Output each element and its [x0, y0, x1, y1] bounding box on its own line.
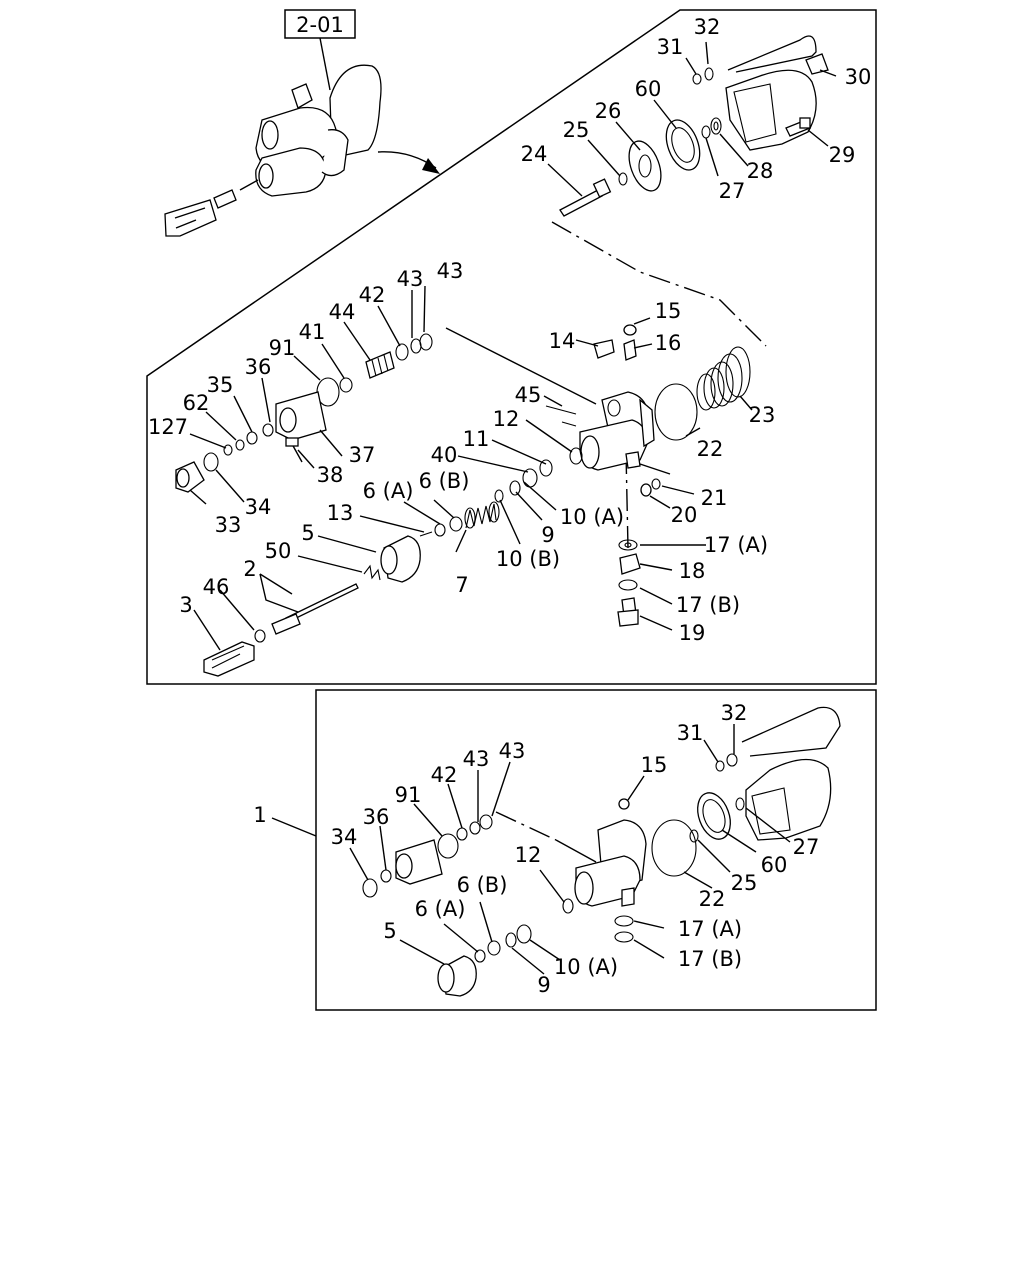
bottom-label-5: 5	[383, 919, 396, 943]
top-label-6a: 6 (A)	[363, 479, 414, 503]
bottom-label-31: 31	[677, 721, 704, 745]
bottom-part-numbers: 1 32 31 15 43 43 42 91 36 34 12 27 60 25…	[253, 701, 819, 997]
bottom-label-25: 25	[731, 871, 758, 895]
bottom-label-36: 36	[363, 805, 390, 829]
top-label-3: 3	[179, 593, 192, 617]
bottom-label-60: 60	[761, 853, 788, 877]
top-label-24: 24	[521, 142, 548, 166]
bottom-label-22: 22	[699, 887, 726, 911]
top-label-2: 2	[243, 557, 256, 581]
bottom-label-91: 91	[395, 783, 422, 807]
reference-label: 2-01	[296, 13, 344, 37]
top-label-31: 31	[657, 35, 684, 59]
top-section-frame	[146, 9, 877, 685]
top-label-37: 37	[349, 443, 376, 467]
bottom-label-10a: 10 (A)	[554, 955, 618, 979]
top-label-50: 50	[265, 539, 292, 563]
top-label-30: 30	[845, 65, 872, 89]
top-label-13: 13	[327, 501, 354, 525]
top-label-44: 44	[329, 300, 356, 324]
top-label-19: 19	[679, 621, 706, 645]
bottom-label-43a: 43	[463, 747, 490, 771]
bottom-label-32: 32	[721, 701, 748, 725]
top-label-22: 22	[697, 437, 724, 461]
top-leader-lines	[189, 41, 837, 651]
top-label-17b: 17 (B)	[676, 593, 740, 617]
top-parts	[175, 35, 829, 677]
top-label-34: 34	[245, 495, 272, 519]
top-label-21: 21	[701, 486, 728, 510]
bottom-label-17b: 17 (B)	[678, 947, 742, 971]
top-label-28: 28	[747, 159, 774, 183]
bottom-label-12: 12	[515, 843, 542, 867]
top-label-9: 9	[541, 523, 554, 547]
top-label-26: 26	[595, 99, 622, 123]
top-label-62: 62	[183, 391, 210, 415]
top-label-38: 38	[317, 463, 344, 487]
top-label-20: 20	[671, 503, 698, 527]
bottom-label-9: 9	[537, 973, 550, 997]
reference-assembly: 2-01	[164, 9, 440, 237]
top-label-40: 40	[431, 443, 458, 467]
top-label-43a: 43	[397, 267, 424, 291]
top-label-10b: 10 (B)	[496, 547, 560, 571]
bottom-label-1: 1	[253, 803, 266, 827]
top-label-6b: 6 (B)	[419, 469, 470, 493]
top-label-91: 91	[269, 336, 296, 360]
top-label-127: 127	[148, 415, 188, 439]
top-label-35: 35	[207, 373, 234, 397]
top-label-25: 25	[563, 118, 590, 142]
bottom-parts	[362, 706, 841, 997]
bottom-section-frame	[315, 689, 877, 1011]
top-label-14: 14	[549, 329, 576, 353]
top-label-18: 18	[679, 559, 706, 583]
top-label-46: 46	[203, 575, 230, 599]
bottom-label-42: 42	[431, 763, 458, 787]
bottom-label-6b: 6 (B)	[457, 873, 508, 897]
top-label-33: 33	[215, 513, 242, 537]
bottom-label-43b: 43	[499, 739, 526, 763]
bottom-leader-lines	[271, 724, 791, 975]
top-label-16: 16	[655, 331, 682, 355]
bottom-label-27: 27	[793, 835, 820, 859]
top-label-29: 29	[829, 143, 856, 167]
top-label-7: 7	[455, 573, 468, 597]
top-label-43b: 43	[437, 259, 464, 283]
top-label-17a: 17 (A)	[704, 533, 768, 557]
top-part-numbers: 32 31 30 29 28 27 60 26 25 24 43 43 42 4…	[148, 15, 871, 645]
bottom-label-34: 34	[331, 825, 358, 849]
top-label-11: 11	[463, 427, 490, 451]
bottom-label-6a: 6 (A)	[415, 897, 466, 921]
top-label-27: 27	[719, 179, 746, 203]
top-label-36: 36	[245, 355, 272, 379]
top-label-5: 5	[301, 521, 314, 545]
top-label-10a: 10 (A)	[560, 505, 624, 529]
top-label-45: 45	[515, 383, 542, 407]
top-label-41: 41	[299, 320, 326, 344]
top-label-60: 60	[635, 77, 662, 101]
bottom-label-17a: 17 (A)	[678, 917, 742, 941]
top-label-12: 12	[493, 407, 520, 431]
top-label-23: 23	[749, 403, 776, 427]
top-label-42: 42	[359, 283, 386, 307]
top-label-32: 32	[694, 15, 721, 39]
bottom-label-15: 15	[641, 753, 668, 777]
top-label-15: 15	[655, 299, 682, 323]
